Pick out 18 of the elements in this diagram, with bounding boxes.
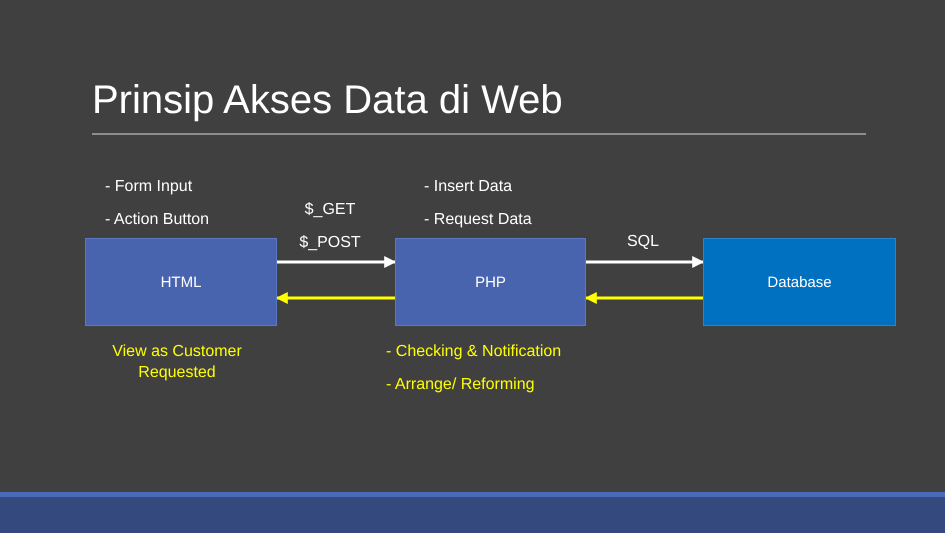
node-label: PHP bbox=[475, 274, 506, 290]
annotation-text: - Request Data bbox=[424, 210, 533, 230]
arrow bbox=[586, 256, 704, 268]
process-box bbox=[85, 238, 277, 326]
arrow bbox=[277, 256, 396, 268]
process-box bbox=[395, 238, 586, 326]
annotation-text: - Form Input bbox=[105, 177, 194, 197]
annotation-text: View as Customer Requested bbox=[111, 342, 243, 383]
annotation-text: - Action Button bbox=[105, 210, 210, 230]
process-box bbox=[703, 238, 896, 326]
annotation-text: - Insert Data bbox=[424, 177, 514, 197]
arrow bbox=[584, 292, 703, 304]
node-label: Database bbox=[767, 274, 832, 290]
arrow bbox=[276, 292, 395, 304]
annotation-text: - Arrange/ Reforming bbox=[386, 375, 536, 395]
annotation-text: - Checking & Notification bbox=[386, 342, 562, 362]
slide-title: Prinsip Akses Data di Web bbox=[92, 78, 563, 123]
node-label: HTML bbox=[160, 274, 202, 290]
